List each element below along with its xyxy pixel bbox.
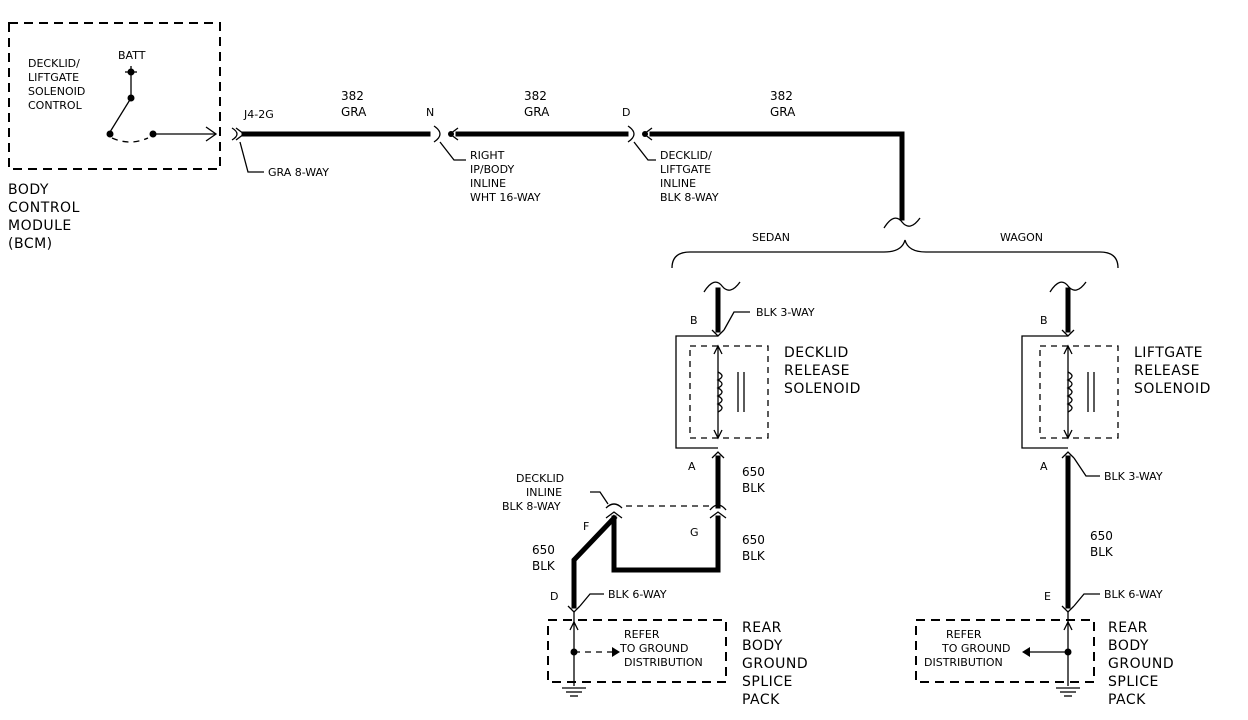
switch-label-2: LIFTGATE: [28, 71, 79, 84]
wire-2-circuit: 382: [524, 89, 547, 103]
sedan-inline-label-3: BLK 8-WAY: [502, 500, 561, 513]
wagon-label: WAGON: [1000, 231, 1043, 244]
sedan-wire2-circuit: 650: [742, 533, 765, 547]
sedan-refer-1: REFER: [624, 628, 660, 641]
connector-d-label-2: LIFTGATE: [660, 163, 711, 176]
circuit-382-wire: [241, 131, 905, 221]
sedan-pin-g: G: [690, 526, 699, 539]
wire-3-circuit: 382: [770, 89, 793, 103]
sedan-solenoid-label-2: RELEASE: [784, 363, 850, 379]
wagon-solenoid-label-1: LIFTGATE: [1134, 345, 1203, 361]
sedan-splice-2: BODY: [742, 638, 783, 654]
solenoid-control-switch: [106, 66, 218, 143]
sedan-label: SEDAN: [752, 231, 790, 244]
sedan-branch: B BLK 3-WAY DECKLID RELEASE SOLENOID A 6…: [502, 281, 861, 708]
sedan-pin-b: B: [690, 314, 698, 327]
sedan-wire3-color: BLK: [532, 559, 556, 573]
sedan-wire3-circuit: 650: [532, 543, 555, 557]
bcm-connector-label: GRA 8-WAY: [268, 166, 329, 179]
wire-2-color: GRA: [524, 105, 550, 119]
sedan-splice-3: GROUND: [742, 656, 808, 672]
sedan-splice-5: PACK: [742, 692, 780, 708]
connector-n-pin: N: [426, 106, 434, 119]
wagon-pin-a: A: [1040, 460, 1048, 473]
batt-label: BATT: [118, 49, 146, 62]
sedan-inline-label-2: INLINE: [526, 486, 562, 499]
sedan-conn-bottom: BLK 6-WAY: [608, 588, 667, 601]
wagon-refer-1: REFER: [946, 628, 982, 641]
wagon-solenoid-label-3: SOLENOID: [1134, 381, 1211, 397]
wagon-splice-3: GROUND: [1108, 656, 1174, 672]
module-name-2: CONTROL: [8, 200, 80, 216]
sedan-splice-1: REAR: [742, 620, 782, 636]
sedan-wire1-color: BLK: [742, 481, 766, 495]
sedan-solenoid-label-3: SOLENOID: [784, 381, 861, 397]
sedan-refer-3: DISTRIBUTION: [624, 656, 703, 669]
wagon-ground-splice: REFER TO GROUND DISTRIBUTION: [915, 612, 1095, 697]
module-name-1: BODY: [8, 182, 49, 198]
connector-d-label-4: BLK 8-WAY: [660, 191, 719, 204]
sedan-wire1-circuit: 650: [742, 465, 765, 479]
wagon-conn-bottom: BLK 6-WAY: [1104, 588, 1163, 601]
wire-1-circuit: 382: [341, 89, 364, 103]
wagon-splice-4: SPLICE: [1108, 674, 1159, 690]
sedan-solenoid-label-1: DECKLID: [784, 345, 849, 361]
connector-d-label-3: INLINE: [660, 177, 696, 190]
bcm-outline: [8, 22, 221, 170]
wagon-pin-e: E: [1044, 590, 1051, 603]
wagon-wire-circuit: 650: [1090, 529, 1113, 543]
wagon-splice-2: BODY: [1108, 638, 1149, 654]
switch-label-1: DECKLID/: [28, 57, 80, 70]
switch-label-4: CONTROL: [28, 99, 83, 112]
connector-n-label-4: WHT 16-WAY: [470, 191, 541, 204]
connector-n-label-3: INLINE: [470, 177, 506, 190]
bcm-connector: J4-2G GRA 8-WAY: [231, 108, 329, 179]
wire-1-color: GRA: [341, 105, 367, 119]
connector-n-label-2: IP/BODY: [470, 163, 514, 176]
wagon-splice-5: PACK: [1108, 692, 1146, 708]
bcm-pin: J4-2G: [243, 108, 274, 121]
connector-n: N RIGHT IP/BODY INLINE WHT 16-WAY: [426, 106, 541, 204]
bcm-module: DECKLID/ LIFTGATE SOLENOID CONTROL BATT …: [8, 22, 221, 252]
module-name-4: (BCM): [8, 236, 53, 252]
connector-n-label-1: RIGHT: [470, 149, 505, 162]
sedan-inline-label-1: DECKLID: [516, 472, 564, 485]
branch-split: SEDAN WAGON: [671, 217, 1119, 269]
connector-d-pin: D: [622, 106, 630, 119]
wagon-refer-2: TO GROUND: [941, 642, 1010, 655]
sedan-ground-splice: REFER TO GROUND DISTRIBUTION: [547, 612, 727, 697]
sedan-pin-a: A: [688, 460, 696, 473]
sedan-conn-top: BLK 3-WAY: [756, 306, 815, 319]
module-name-3: MODULE: [8, 218, 72, 234]
connector-d: D DECKLID/ LIFTGATE INLINE BLK 8-WAY: [622, 106, 719, 204]
sedan-refer-2: TO GROUND: [619, 642, 688, 655]
wagon-pin-b: B: [1040, 314, 1048, 327]
sedan-splice-4: SPLICE: [742, 674, 793, 690]
connector-d-label-1: DECKLID/: [660, 149, 712, 162]
wagon-splice-1: REAR: [1108, 620, 1148, 636]
sedan-pin-f: F: [583, 520, 589, 533]
sedan-wire2-color: BLK: [742, 549, 766, 563]
wagon-conn-a: BLK 3-WAY: [1104, 470, 1163, 483]
wagon-wire-color: BLK: [1090, 545, 1114, 559]
liftgate-release-solenoid: LIFTGATE RELEASE SOLENOID: [1021, 335, 1211, 449]
wagon-branch: B LIFTGATE RELEASE SOLENOID A BLK 3-WAY …: [915, 281, 1211, 708]
wagon-refer-3: DISTRIBUTION: [924, 656, 1003, 669]
decklid-release-solenoid: DECKLID RELEASE SOLENOID: [675, 335, 861, 449]
switch-label-3: SOLENOID: [28, 85, 85, 98]
wagon-solenoid-label-2: RELEASE: [1134, 363, 1200, 379]
sedan-pin-d: D: [550, 590, 558, 603]
wire-3-color: GRA: [770, 105, 796, 119]
